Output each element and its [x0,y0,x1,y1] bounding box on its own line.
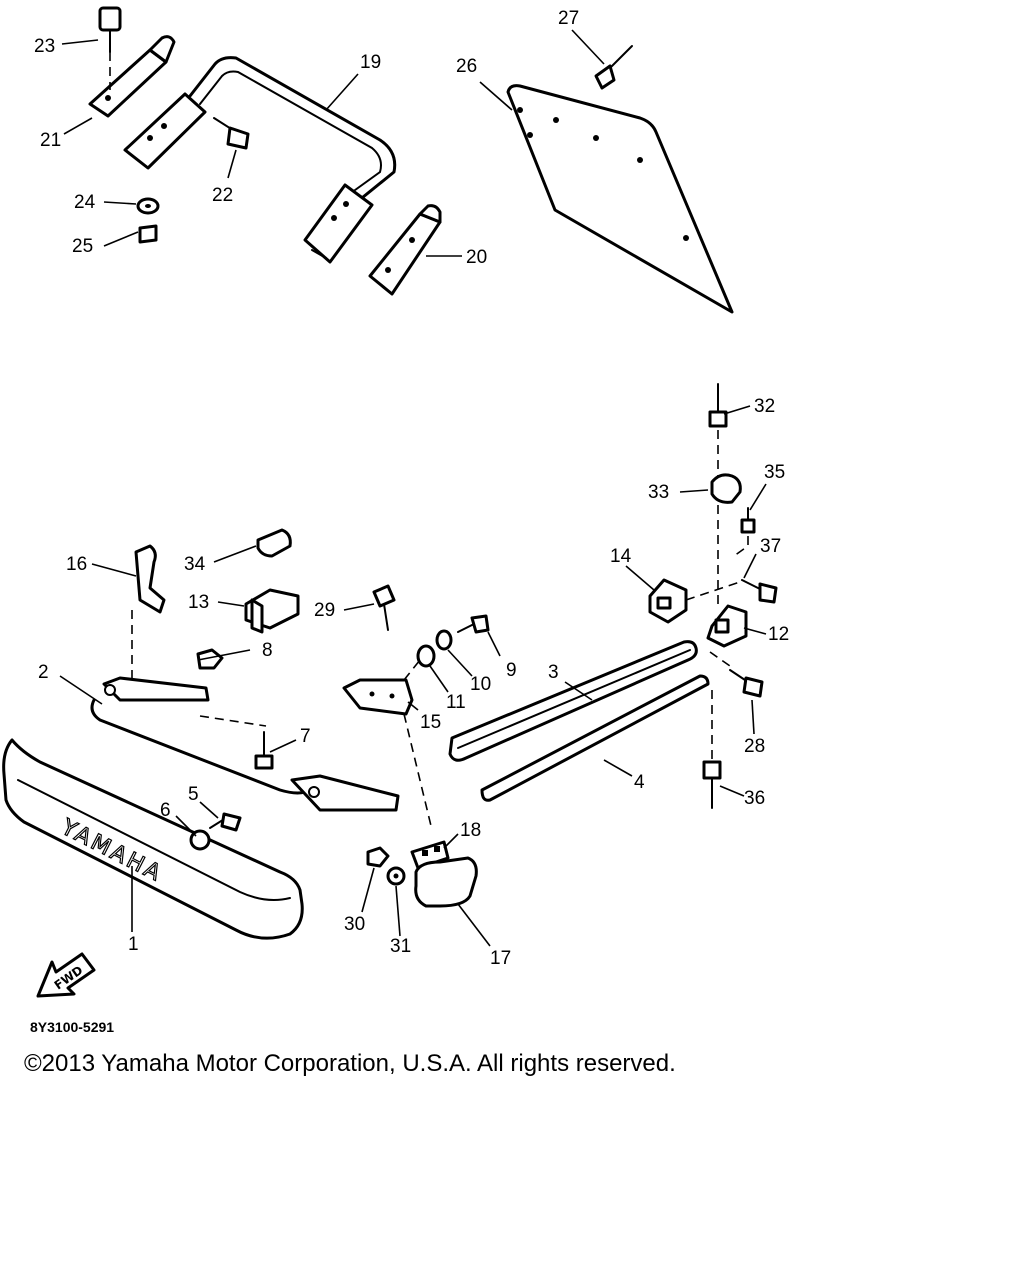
part-30-nut [366,846,390,868]
label-3: 3 [548,662,559,683]
label-16: 16 [66,554,87,575]
label-37: 37 [760,536,781,557]
part-25-nut [138,224,158,244]
part-5-bolt [209,812,242,832]
part-9-bolt [403,614,490,681]
label-6: 6 [160,800,171,821]
part-31-washer [386,866,406,886]
label-4: 4 [634,772,645,793]
part-37-bolt [741,579,778,604]
label-25: 25 [72,236,93,257]
label-26: 26 [456,56,477,77]
label-2: 2 [38,662,49,683]
part-28-bolt [709,651,764,698]
label-1: 1 [128,934,139,955]
label-19: 19 [360,52,381,73]
part-26-panel [506,84,734,314]
part-34-connector [256,528,292,558]
label-30: 30 [344,914,365,935]
part-4-trim [480,674,710,802]
reference-numbers: 1 2 3 4 5 6 7 8 9 10 11 12 13 14 15 16 1… [34,8,789,969]
part-27-rivet [594,45,633,90]
label-28: 28 [744,736,765,757]
label-32: 32 [754,396,775,417]
label-21: 21 [40,130,61,151]
part-35-rivet [733,507,756,557]
label-11: 11 [446,692,466,713]
label-8: 8 [262,640,273,661]
label-15: 15 [420,712,441,733]
label-5: 5 [188,784,199,805]
label-27: 27 [558,8,579,29]
part-12-end-cap [685,581,748,648]
parts-diagram: YAMAHA [2,6,789,998]
leader-lines [59,29,767,947]
label-24: 24 [74,192,96,213]
part-20-end-cap [368,204,442,296]
fwd-arrow-icon: FWD [36,952,96,998]
part-7-bolt [199,715,274,770]
part-18-bracket [410,840,450,870]
part-23-bolt [98,6,122,90]
part-29-bolt [372,584,396,631]
part-33-grommet [710,473,742,504]
label-17: 17 [490,948,511,969]
part-32-rivet [708,383,728,608]
part-14-clip [648,578,688,624]
part-15-bracket [342,678,433,831]
label-29: 29 [314,600,335,621]
part-16-bracket [131,544,166,680]
diagram-code: 8Y3100-5291 [30,1019,115,1035]
part-11-washer [416,644,436,668]
label-22: 22 [212,185,233,206]
label-12: 12 [768,624,789,645]
part-21-bracket [88,35,176,118]
label-10: 10 [470,674,491,695]
label-31: 31 [390,936,411,957]
part-36-rivet [702,690,722,809]
label-36: 36 [744,788,765,809]
label-33: 33 [648,482,669,503]
label-7: 7 [300,726,311,747]
copyright-notice: ©2013 Yamaha Motor Corporation, U.S.A. A… [24,1050,676,1077]
label-20: 20 [466,247,487,268]
label-18: 18 [460,820,481,841]
label-13: 13 [188,592,209,613]
part-2-frame [90,676,400,812]
part-8-nut [196,648,224,670]
part-3-rail [448,640,698,762]
label-23: 23 [34,36,55,57]
part-10-washer [435,629,453,651]
label-34: 34 [184,554,206,575]
label-35: 35 [764,462,785,483]
part-19-grab-bar [123,56,397,264]
part-13-clamp [244,588,300,634]
part-24-washer [136,197,160,215]
label-14: 14 [610,546,632,567]
part-17-cap [414,856,478,908]
part-22-bolt [213,117,250,150]
label-9: 9 [506,660,517,681]
